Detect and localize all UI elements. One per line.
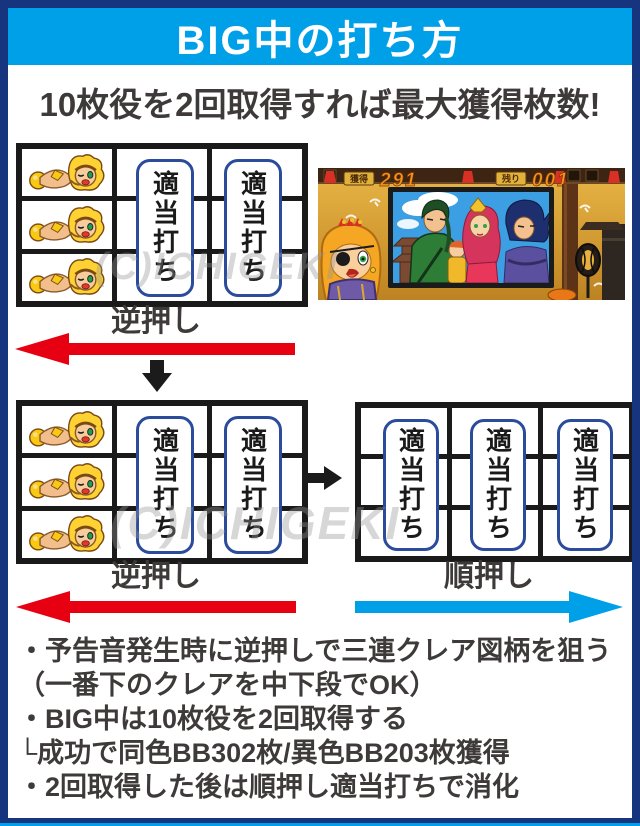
claire-symbol-icon	[28, 257, 106, 296]
reel-cell	[22, 201, 112, 249]
red-left-arrow-icon	[16, 591, 296, 623]
note-line: ・予告音発生時に逆押しで三連クレア図柄を狙う	[18, 636, 612, 666]
header-bar: BIG中の打ち方	[8, 8, 632, 65]
down-arrow-icon	[142, 360, 172, 392]
reel-cell	[22, 458, 112, 506]
reel-grid-bottom-right: 適当打ち 適当打ち 適当打ち	[355, 402, 635, 562]
reel-cell	[22, 253, 112, 301]
note-line: └成功で同色BB302枚/異色BB203枚獲得	[18, 738, 510, 768]
reel-cell	[22, 406, 112, 454]
claire-symbol-icon	[28, 410, 106, 449]
page-title: BIG中の打ち方	[176, 18, 464, 63]
note-line: （一番下のクレアを中下段でOK）	[18, 670, 437, 700]
game-screen-image: 獲得 291 残り 001	[318, 168, 625, 302]
claire-symbol-icon	[28, 153, 106, 192]
counter-left-value: 291	[379, 170, 418, 191]
tekitou-uchi-pill: 適当打ち	[224, 416, 282, 554]
counter-right-value: 001	[532, 170, 570, 191]
right-arrow-icon	[302, 466, 342, 490]
reel-grid-bottom-left: 適当打ち 適当打ち	[16, 400, 308, 564]
subtitle-text: 10枚役を2回取得すれば最大獲得枚数!	[39, 86, 601, 123]
red-left-arrow-icon	[15, 333, 295, 365]
tekitou-uchi-pill: 適当打ち	[383, 419, 439, 551]
tekitou-uchi-pill: 適当打ち	[470, 419, 526, 551]
push-order-label-forward: 順押し	[444, 560, 534, 593]
tekitou-uchi-pill: 適当打ち	[224, 159, 282, 297]
counter-right-label: 残り	[502, 173, 520, 184]
tekitou-uchi-pill: 適当打ち	[136, 159, 194, 297]
reel-cell	[22, 510, 112, 558]
notes-section: ・予告音発生時に逆押しで三連クレア図柄を狙う （一番下のクレアを中下段でOK） …	[18, 634, 626, 804]
counter-left-label: 獲得	[350, 173, 368, 184]
note-line: ・BIG中は10枚役を2回取得する	[18, 704, 409, 734]
note-line: ・2回取得した後は順押し適当打ちで消化	[18, 772, 520, 802]
blue-right-arrow-icon	[355, 591, 623, 623]
claire-symbol-icon	[28, 205, 106, 244]
tekitou-uchi-pill: 適当打ち	[557, 419, 613, 551]
reel-grid-top: 適当打ち 適当打ち	[16, 143, 308, 307]
claire-symbol-icon	[28, 514, 106, 553]
push-order-label-reverse: 逆押し	[111, 305, 201, 338]
claire-symbol-icon	[28, 462, 106, 501]
reel-cell	[22, 149, 112, 197]
push-order-label-reverse: 逆押し	[111, 560, 201, 593]
tekitou-uchi-pill: 適当打ち	[136, 416, 194, 554]
